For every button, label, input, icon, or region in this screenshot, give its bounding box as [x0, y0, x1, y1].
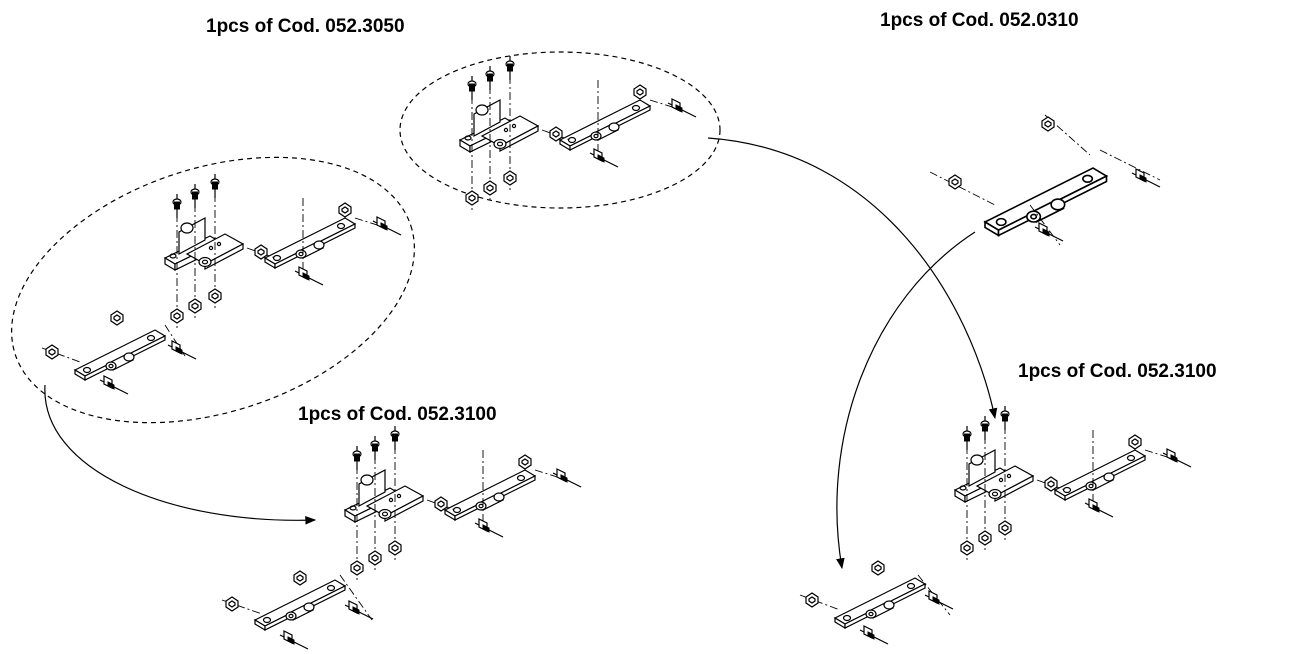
group-outline-top — [399, 51, 721, 209]
top-right-fasteners — [929, 114, 1161, 246]
arrow-left-to-bottom — [44, 384, 317, 525]
label-top-right: 1pcs of Cod. 052.0310 — [880, 10, 1079, 31]
hinge-assembly-bottom-right — [955, 406, 1191, 560]
label-right-middle: 1pcs of Cod. 052.3100 — [1018, 361, 1217, 382]
arrow-plate-to-bottom-right — [836, 231, 976, 570]
hinge-assembly-bottom-center — [345, 426, 581, 580]
label-bottom-center: 1pcs of Cod. 052.3100 — [298, 404, 497, 425]
label-top-left: 1pcs of Cod. 052.3050 — [206, 16, 405, 37]
hinge-assembly-top — [460, 56, 696, 210]
hinge-assembly-left — [165, 174, 401, 328]
strike-plate-bottom-right — [799, 560, 954, 645]
arrow-top-to-right — [707, 137, 998, 420]
strike-plate-bottom-center — [221, 570, 374, 650]
strike-plate-top-right — [984, 167, 1108, 237]
group-outline-left — [11, 156, 415, 424]
strike-plate-left — [41, 310, 197, 395]
